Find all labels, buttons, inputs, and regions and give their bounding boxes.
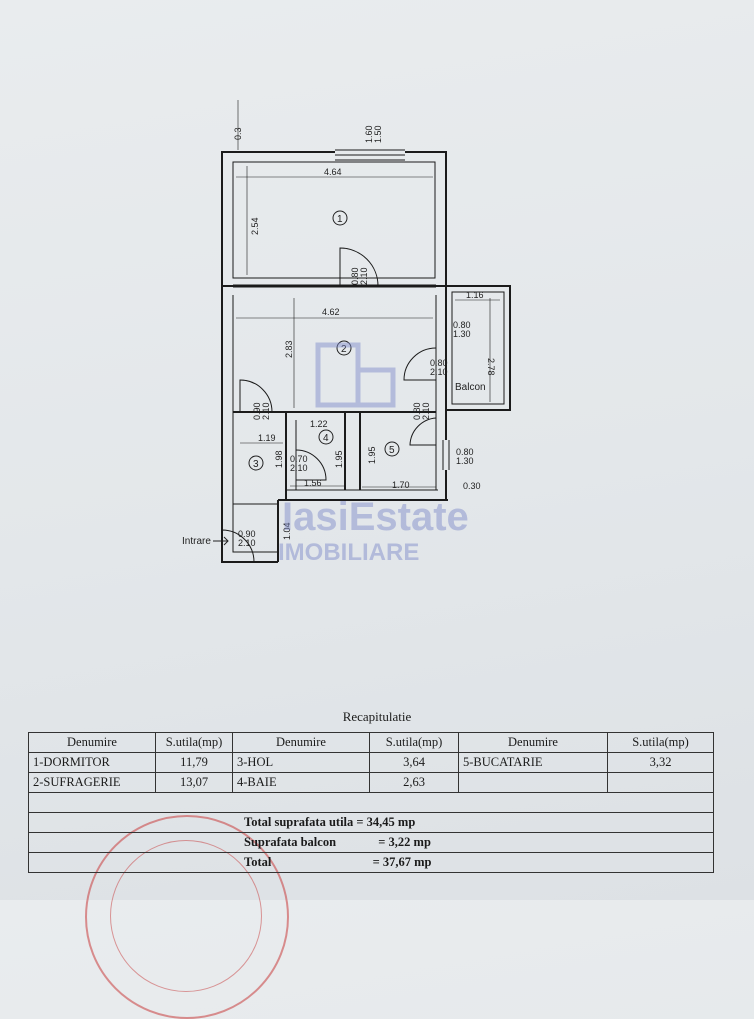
- dim-entry-depth: 1.04: [282, 522, 292, 540]
- cell: 1-DORMITOR: [28, 752, 156, 773]
- table-row: 1-DORMITOR 11,79 3-HOL 3,64 5-BUCATARIE …: [28, 752, 714, 773]
- total-cell: Suprafata balcon = 3,22 mp: [28, 832, 714, 853]
- total-value: = 37,67 mp: [372, 855, 432, 869]
- header-cell: Denumire: [28, 732, 156, 753]
- header-cell: S.utila(mp): [607, 732, 714, 753]
- total-value: = 34,45 mp: [356, 815, 416, 829]
- header-cell: Denumire: [232, 732, 370, 753]
- dim-window-top: 1.601.50: [364, 125, 383, 143]
- cell: 13,07: [155, 772, 233, 793]
- room-1-number: 1: [337, 214, 343, 225]
- header-cell: S.utila(mp): [369, 732, 459, 753]
- cell: 2-SUFRAGERIE: [28, 772, 156, 793]
- total-cell: Total suprafata utila = 34,45 mp: [28, 812, 714, 833]
- total-value: = 3,22 mp: [378, 835, 431, 849]
- table-row: 2-SUFRAGERIE 13,07 4-BAIE 2,63: [28, 772, 714, 793]
- dim-bedroom-depth: 2.54: [250, 217, 260, 235]
- entry-label: Intrare: [182, 536, 211, 547]
- dim-kitchen-width: 1.70: [392, 480, 410, 490]
- dim-top-wall: 0.3: [233, 127, 243, 140]
- dim-balcony-depth: 2.78: [486, 358, 496, 376]
- dim-bath-depth: 1.95: [334, 450, 344, 468]
- balcony-label: Balcon: [455, 382, 486, 393]
- total-label: Total: [244, 855, 272, 869]
- dim-wall-right: 0.30: [463, 481, 481, 491]
- room-4-number: 4: [323, 433, 329, 444]
- cell: 5-BUCATARIE: [458, 752, 608, 773]
- watermark: IasiEstate IMOBILIARE: [278, 342, 469, 566]
- dim-door-hall-left: 0.902.10: [252, 402, 271, 420]
- cell: 3,32: [607, 752, 714, 773]
- cell: [607, 772, 714, 793]
- dim-bedroom-width: 4.64: [324, 167, 342, 177]
- spacer-cell: [28, 792, 714, 813]
- cell: 4-BAIE: [232, 772, 370, 793]
- dim-balcony-width: 1.16: [466, 290, 484, 300]
- total-row: Total suprafata utila = 34,45 mp: [28, 812, 714, 833]
- room-numbers: [248, 210, 400, 471]
- dim-hall-depth: 1.98: [274, 450, 284, 468]
- room-3-number: 3: [253, 459, 259, 470]
- room-2-number: 2: [341, 344, 347, 355]
- floor-plan: 0.3 1.601.50 4.64 2.54 0.802.10 4.62 2.8…: [182, 100, 511, 566]
- watermark-main: IasiEstate: [282, 495, 469, 539]
- cell: 11,79: [155, 752, 233, 773]
- dimension-labels: 0.3 1.601.50 4.64 2.54 0.802.10 4.62 2.8…: [233, 125, 496, 548]
- dim-door-kitchen: 0.802.10: [412, 402, 431, 420]
- total-label: Suprafata balcon: [244, 835, 337, 849]
- table-header-row: Denumire S.utila(mp) Denumire S.utila(mp…: [28, 732, 714, 753]
- total-cell: Total = 37,67 mp: [28, 852, 714, 873]
- table-spacer-row: [28, 792, 714, 813]
- cell: [458, 772, 608, 793]
- entry-arrow-icon: [213, 536, 229, 546]
- dim-hall-width: 1.19: [258, 433, 276, 443]
- cell: 3,64: [369, 752, 459, 773]
- header-cell: Denumire: [458, 732, 608, 753]
- recap-table: Denumire S.utila(mp) Denumire S.utila(mp…: [28, 732, 714, 873]
- dim-bath-width: 1.22: [310, 419, 328, 429]
- header-cell: S.utila(mp): [155, 732, 233, 753]
- walls: [221, 100, 511, 563]
- cell: 2,63: [369, 772, 459, 793]
- total-row: Total = 37,67 mp: [28, 852, 714, 873]
- watermark-sub: IMOBILIARE: [278, 539, 419, 566]
- dim-living-depth: 2.83: [284, 340, 294, 358]
- dim-hall-bottom: 1.56: [304, 478, 322, 488]
- total-label: Total suprafata utila: [244, 815, 354, 829]
- dim-door-bedroom: 0.802.10: [350, 267, 369, 285]
- room-5-number: 5: [389, 445, 395, 456]
- dim-kitchen-depth: 1.95: [367, 446, 377, 464]
- recap-title: Recapitulatie: [342, 709, 412, 724]
- cell: 3-HOL: [232, 752, 370, 773]
- dim-living-width: 4.62: [322, 307, 340, 317]
- total-row: Suprafata balcon = 3,22 mp: [28, 832, 714, 853]
